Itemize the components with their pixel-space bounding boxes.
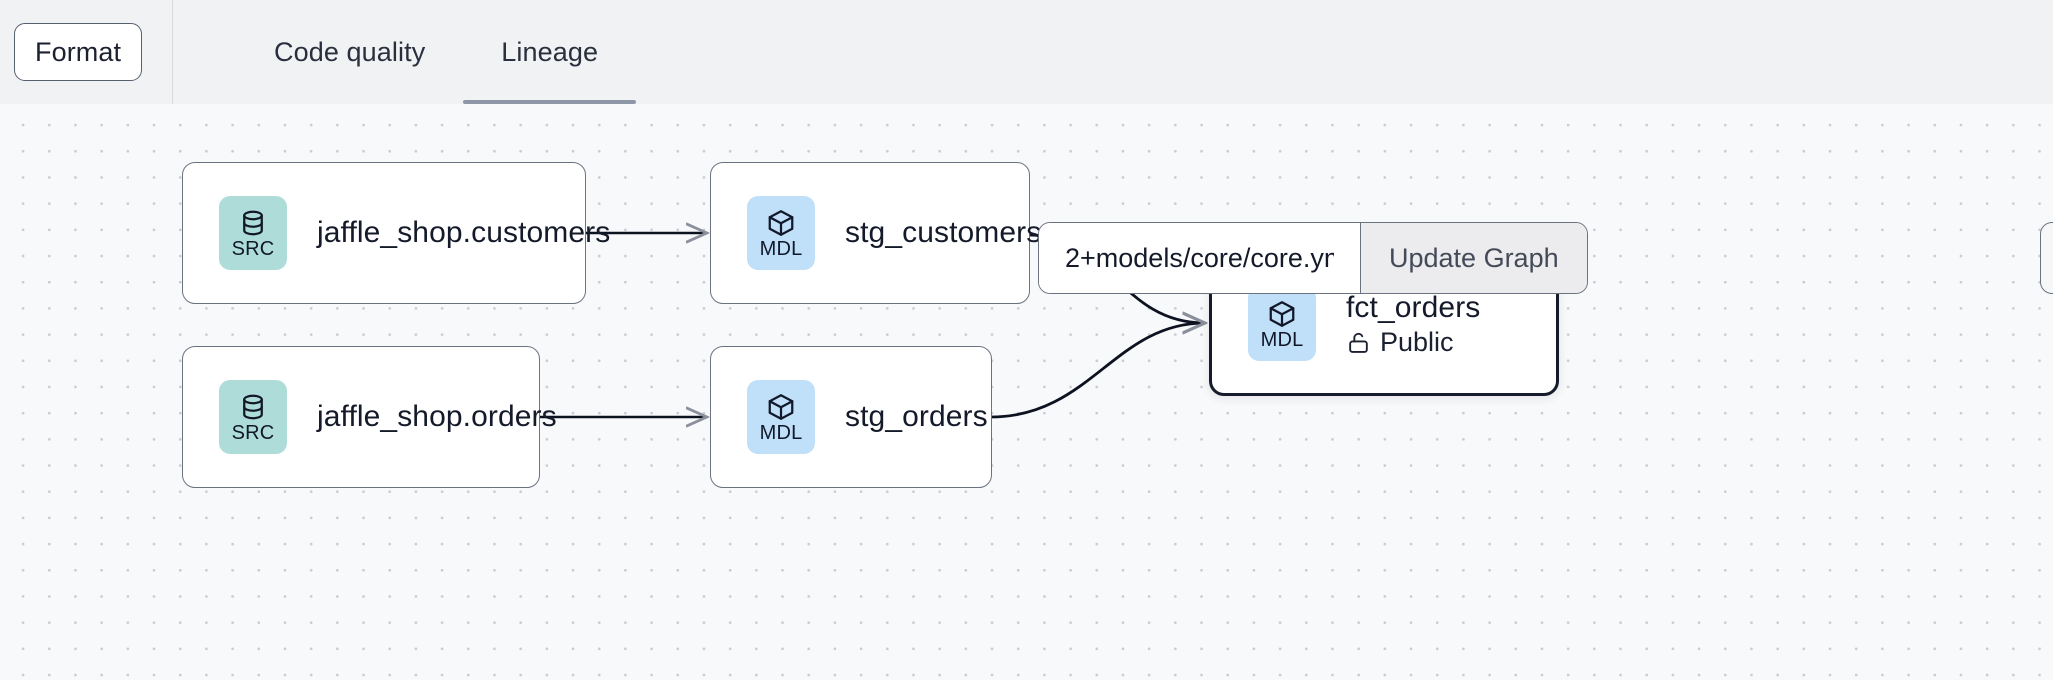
unlock-icon: [1349, 332, 1368, 353]
node-body: stg_customers: [845, 216, 1041, 250]
cube-icon: [768, 209, 794, 236]
lineage-canvas[interactable]: SRC jaffle_shop.customers MDL stg_custom…: [0, 104, 2053, 680]
source-type-badge: SRC: [219, 380, 287, 454]
node-access-row: Public: [1346, 327, 1480, 358]
node-title: jaffle_shop.orders: [317, 400, 557, 433]
cube-icon: [1269, 300, 1295, 327]
node-title: jaffle_shop.customers: [317, 216, 611, 249]
model-type-badge: MDL: [747, 380, 815, 454]
tab-code-quality[interactable]: Code quality: [274, 36, 426, 67]
lineage-node-jaffle-shop-orders[interactable]: SRC jaffle_shop.orders: [182, 346, 557, 488]
update-graph-button[interactable]: Update Graph: [1360, 223, 1587, 293]
model-type-badge: MDL: [747, 196, 815, 270]
database-icon: [243, 210, 263, 235]
tab-lineage[interactable]: Lineage: [463, 0, 636, 104]
source-type-badge: SRC: [219, 196, 287, 270]
edge-stg-orders-to-fct-orders: [990, 323, 1205, 419]
node-body: jaffle_shop.customers: [317, 216, 610, 250]
node-title: fct_orders: [1346, 290, 1481, 324]
node-title: stg_orders: [845, 400, 988, 433]
lineage-node-jaffle-shop-customers[interactable]: SRC jaffle_shop.customers: [182, 162, 610, 304]
toolbar-left-group: Format: [0, 0, 173, 104]
badge-label: MDL: [759, 237, 803, 260]
format-button[interactable]: Format: [14, 23, 143, 81]
lineage-node-stg-orders[interactable]: MDL stg_orders: [710, 346, 992, 488]
badge-label: MDL: [759, 421, 803, 444]
cube-icon: [768, 393, 794, 420]
node-body: stg_orders: [845, 400, 988, 434]
overflow-control-button[interactable]: [2040, 222, 2053, 294]
node-body: fct_orders Public: [1346, 291, 1480, 358]
graph-selector-input[interactable]: [1039, 223, 1360, 293]
tab-bar: Code quality Lineage: [173, 0, 636, 104]
top-toolbar: Format Code quality Lineage: [0, 0, 2053, 104]
badge-label: MDL: [1260, 328, 1304, 351]
graph-selector-control[interactable]: Update Graph: [1038, 222, 1588, 294]
model-type-badge: MDL: [1248, 287, 1316, 361]
badge-label: SRC: [231, 237, 275, 260]
lineage-node-stg-customers[interactable]: MDL stg_customers: [710, 162, 1041, 304]
node-access-label: Public: [1380, 326, 1454, 357]
database-icon: [243, 394, 263, 419]
node-body: jaffle_shop.orders: [317, 400, 557, 434]
badge-label: SRC: [231, 421, 275, 444]
node-title: stg_customers: [845, 216, 1042, 249]
